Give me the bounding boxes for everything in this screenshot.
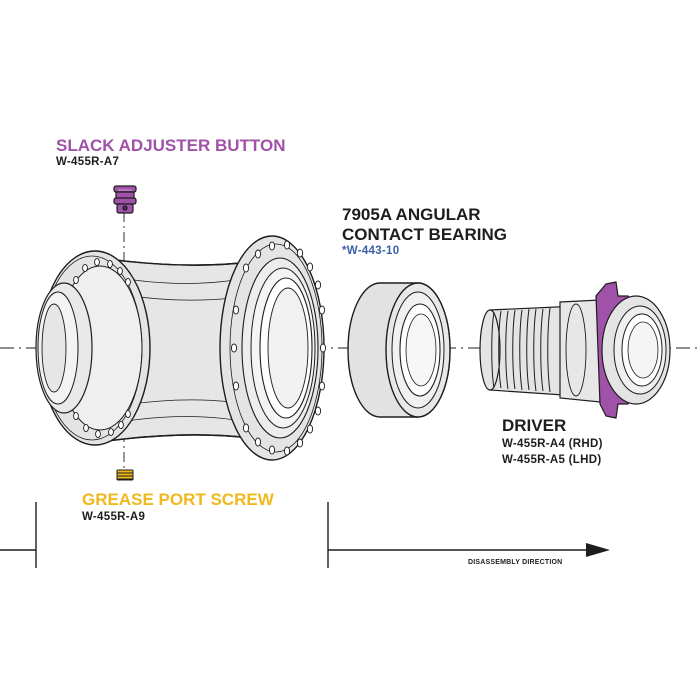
- slack-adjuster-button-part: [113, 185, 137, 214]
- grease-port-screw-part: [116, 469, 134, 481]
- driver-part: [479, 281, 671, 419]
- bearing-title-line2: CONTACT BEARING: [342, 225, 507, 244]
- hub-shell: [35, 235, 327, 461]
- driver-title: DRIVER: [502, 416, 567, 435]
- slack-adjuster-part-number: W-455R-A7: [56, 156, 120, 168]
- driver-part-number-rhd: W-455R-A4 (RHD): [502, 438, 603, 450]
- grease-port-part-number: W-455R-A9: [82, 511, 146, 523]
- driver-part-number-lhd: W-455R-A5 (LHD): [502, 454, 602, 466]
- grease-port-title: GREASE PORT SCREW: [82, 490, 274, 509]
- bearing-part: [347, 282, 451, 418]
- hub-bracket: [0, 502, 329, 568]
- disassembly-direction-label: DISASSEMBLY DIRECTION: [468, 559, 563, 566]
- slack-adjuster-title: SLACK ADJUSTER BUTTON: [56, 136, 286, 155]
- disassembly-arrow: [328, 543, 610, 557]
- bearing-part-number: *W-443-10: [342, 245, 400, 257]
- bearing-title-line1: 7905A ANGULAR: [342, 205, 481, 224]
